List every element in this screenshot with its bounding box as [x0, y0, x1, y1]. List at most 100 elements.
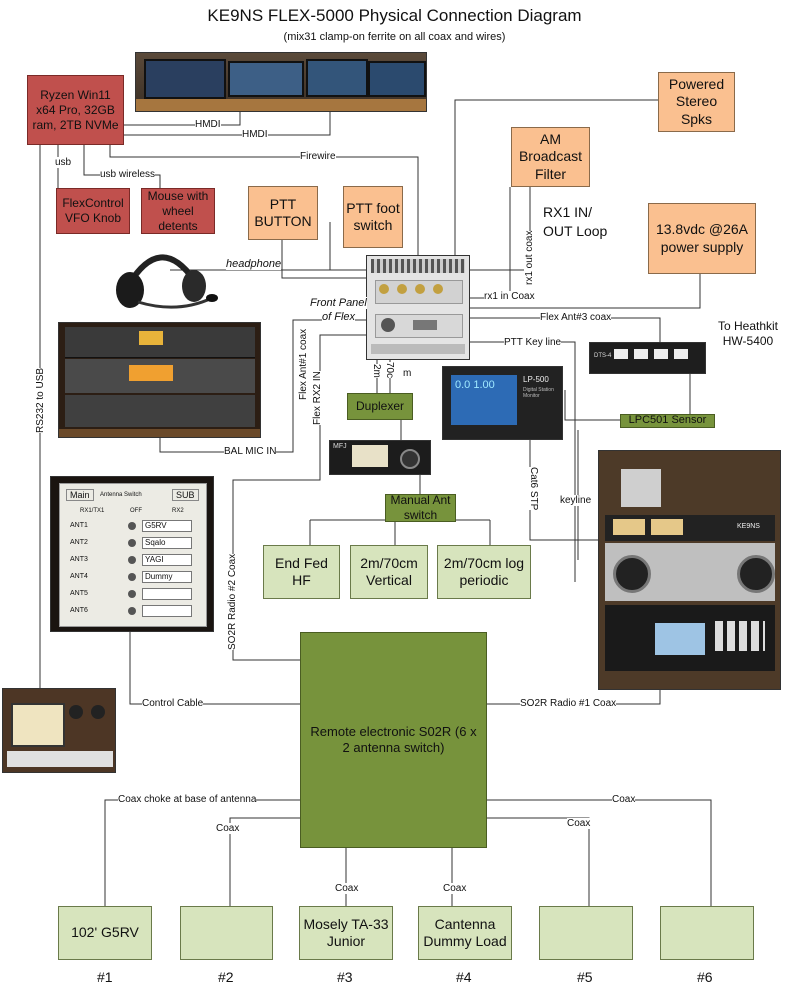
feed-ant1	[104, 799, 300, 906]
duplexer-70c-label: 70c	[384, 362, 395, 379]
ptt-button-line	[281, 240, 368, 279]
lp500-photo: 0.0 1.00 LP-500 Digital Station Monitor	[442, 366, 563, 440]
antenna-6-box	[660, 906, 754, 960]
switch-rx2-label: RX2	[172, 508, 184, 514]
ptt-key-line-label: PTT Key line	[504, 337, 562, 348]
rx1-loop-text: RX1 IN/ OUT Loop	[543, 204, 608, 239]
flex-rx2-line	[232, 334, 368, 632]
ptt-button-box: PTT BUTTON	[248, 186, 318, 240]
duplexer-m-label: m	[403, 368, 412, 379]
lpc501-sensor-box: LPC501 Sensor	[620, 414, 715, 428]
flex-ant3-coax-label: Flex Ant#3 coax	[540, 312, 612, 323]
switch-sub-label: SUB	[172, 489, 199, 501]
rx1-out-coax-label: rx1 out coax	[524, 230, 535, 285]
switch-row-ant: ANT2	[70, 539, 88, 546]
rx1-in-line	[470, 187, 511, 299]
lp500-lpc-line	[564, 390, 620, 421]
rack-equipment-photo	[58, 322, 261, 438]
switch-row-name	[142, 588, 192, 600]
antenna-number-5: #5	[577, 969, 593, 985]
so2r-radio2-coax-label: SO2R Radio #2 Coax	[227, 553, 238, 650]
pc-box: Ryzen Win11 x64 Pro, 32GB ram, 2TB NVMe	[27, 75, 124, 145]
vertical-antenna-box: 2m/70cm Vertical	[350, 545, 428, 599]
manual-ant-switch-box: Manual Ant switch	[385, 493, 456, 522]
mfj-tuner-photo: MFJ	[329, 440, 431, 475]
control-cable-line	[129, 632, 300, 705]
of-flex-text: of Flex	[322, 311, 356, 324]
antenna-number-3: #3	[337, 969, 353, 985]
hmdi-line-2	[124, 112, 331, 136]
switch-row-ant: ANT6	[70, 607, 88, 614]
firewire-line	[109, 145, 419, 258]
switch-row-name: Dummy	[142, 571, 192, 583]
coax-label-4: Coax	[443, 883, 467, 894]
headphone-photo	[108, 236, 220, 320]
coax-label-3: Coax	[335, 883, 359, 894]
switch-row-ant: ANT1	[70, 522, 88, 529]
hmdi-label-1: HMDI	[195, 119, 221, 130]
amp-brand-label: KE9NS	[737, 523, 760, 530]
mouse-box: Mouse with wheel detents	[141, 188, 215, 234]
feed-ant6	[487, 799, 712, 906]
antenna-5-box	[539, 906, 633, 960]
switch-row-name: G5RV	[142, 520, 192, 532]
flex-rx2-in-label: Flex RX2 IN	[312, 371, 323, 425]
toggle-switch-icon	[128, 522, 136, 530]
switch-row: ANT1 G5RV	[70, 520, 198, 534]
switch-row: ANT5	[70, 588, 198, 602]
power-supply-box: 13.8vdc @26A power supply	[648, 203, 756, 274]
switch-header-label: Antenna Switch	[100, 492, 142, 498]
switch-row-name: YAGI	[142, 554, 192, 566]
so2r-radio1-coax-label: SO2R Radio #1 Coax	[520, 698, 617, 709]
so2r-radio2-line	[232, 632, 300, 661]
amplifier-stack-photo: KE9NS	[598, 450, 781, 690]
lp500-reading: 0.0 1.00	[455, 379, 495, 391]
switch-rx1-label: RX1/TX1	[80, 508, 105, 514]
lp500-subtitle: Digital Station Monitor	[523, 387, 554, 399]
switch-row-ant: ANT5	[70, 590, 88, 597]
switch-off-label: OFF	[130, 508, 142, 514]
dts4-photo: DTS-4	[589, 342, 706, 374]
switch-row-name	[142, 605, 192, 617]
coax-label-5: Coax	[567, 818, 591, 829]
keyline-label: keyline	[560, 495, 592, 506]
antenna-2-box	[180, 906, 273, 960]
antenna-4-box: Cantenna Dummy Load	[418, 906, 512, 960]
antenna-number-2: #2	[218, 969, 234, 985]
cat6-stp-label: Cat6 STP	[528, 467, 539, 511]
rx1-out-line	[470, 187, 531, 271]
monitors-photo	[135, 52, 427, 112]
feed-ant5	[487, 817, 590, 906]
switch-row-ant: ANT3	[70, 556, 88, 563]
hmdi-line-1	[124, 112, 241, 126]
firewire-label: Firewire	[300, 151, 336, 162]
dts4-label: DTS-4	[594, 353, 612, 359]
usb-wireless-line	[83, 140, 161, 188]
duplexer-box: Duplexer	[347, 393, 413, 420]
antenna-switch-panel-photo: Main Antenna Switch SUB RX1/TX1 OFF RX2 …	[50, 476, 214, 632]
flex5000-photo	[366, 255, 470, 360]
switch-row-ant: ANT4	[70, 573, 88, 580]
watt-meter-photo	[2, 688, 116, 773]
flex-ant1-coax-label: Flex Ant#1 coax	[298, 328, 309, 400]
antenna-number-4: #4	[456, 969, 472, 985]
hmdi-label-2: HMDI	[242, 129, 268, 140]
rs232-label: RS232 to USB	[35, 367, 46, 433]
toggle-switch-icon	[128, 539, 136, 547]
speakers-line	[454, 99, 660, 258]
s02r-switch-box: Remote electronic S02R (6 x 2 antenna sw…	[300, 632, 487, 848]
switch-row: ANT3 YAGI	[70, 554, 198, 568]
lp500-title: LP-500	[523, 375, 549, 384]
toggle-switch-icon	[128, 556, 136, 564]
switch-row: ANT6	[70, 605, 198, 619]
toggle-switch-icon	[128, 573, 136, 581]
ptt-foot-switch-box: PTT foot switch	[343, 186, 403, 248]
end-fed-hf-box: End Fed HF	[263, 545, 340, 599]
control-cable-label: Control Cable	[142, 698, 204, 709]
feed-ant2	[229, 817, 300, 906]
heathkit-text: To Heathkit HW-5400	[717, 319, 779, 348]
usb-wireless-label: usb wireless	[100, 169, 156, 180]
am-broadcast-filter-box: AM Broadcast Filter	[511, 127, 590, 187]
